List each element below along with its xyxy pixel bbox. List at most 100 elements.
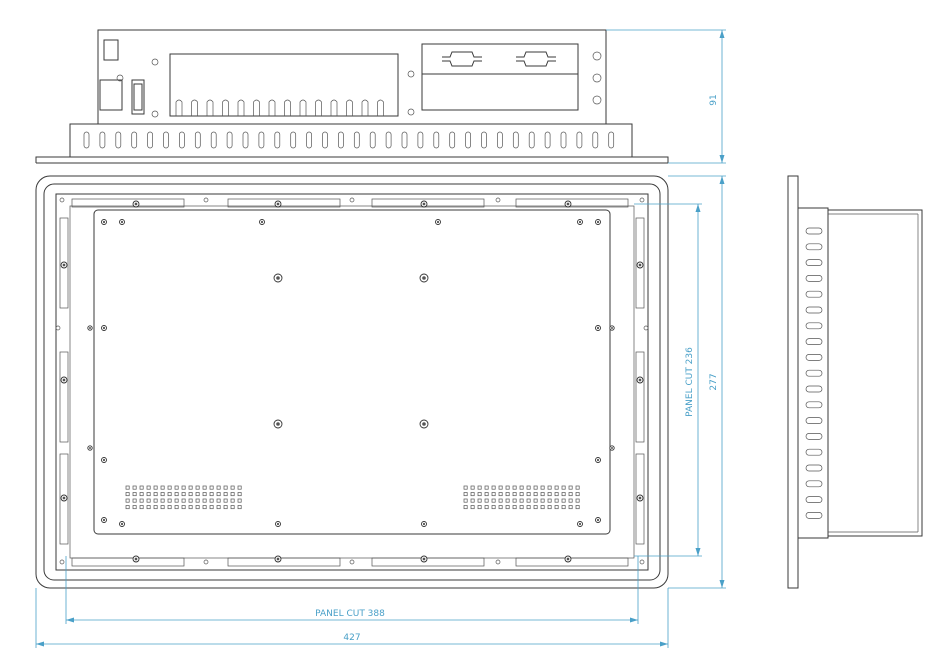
vent-hole [146,498,151,503]
vent-hole [540,498,545,503]
vent-hole [533,492,538,497]
vent-hole [512,498,517,503]
vent-hole [202,492,207,497]
vent-hole [498,498,503,503]
vent-slots-top [83,131,615,149]
vent-hole [125,498,130,503]
vent-hole [153,498,158,503]
vent-hole [498,485,503,490]
vent-hole [223,492,228,497]
vent-hole [195,485,200,490]
vent-hole [139,498,144,503]
mounting-clip [515,198,629,208]
outer-bezel [35,175,669,589]
vent-slot [306,131,312,149]
screw-center [276,557,280,561]
vent-hole [160,498,165,503]
screw-center [596,458,600,462]
vent-hole [470,492,475,497]
vent-hole [463,485,468,490]
vent-hole [216,498,221,503]
vent-hole [519,485,524,490]
vent-hole [139,505,144,510]
mount-hole [639,197,645,203]
vent-hole [484,492,489,497]
vent-hole [533,505,538,510]
vent-hole [160,492,165,497]
vent-hole [125,485,130,490]
mounting-clip [227,198,341,208]
vent-hole [491,505,496,510]
vent-hole [484,485,489,490]
screws [55,197,649,565]
vent-hole [561,505,566,510]
vent-hole [125,505,130,510]
vent-slot [805,448,823,456]
vent-hole [216,505,221,510]
vent-hole [505,492,510,497]
mounting-clip [635,453,645,545]
vent-slot [417,131,424,149]
side-bezel [787,175,799,589]
expansion-finger [268,99,276,116]
vent-hole [174,492,179,497]
vent-slot [592,131,599,149]
vent-slot [433,131,440,149]
vent-hole [540,485,545,490]
expansion-finger [237,99,245,116]
expansion-finger [253,99,260,116]
expansion-finger [315,99,322,116]
vent-hole [512,505,517,510]
vent-slot [805,243,823,251]
mounting-clip [59,351,69,443]
mounting-clip [59,453,69,545]
vent-hole [223,498,228,503]
screw-center [120,522,124,526]
vent-slot [805,290,823,298]
vent-hole [554,498,559,503]
vent-hole [519,498,524,503]
vent-hole [216,485,221,490]
vent-hole [202,485,207,490]
mounting-clips [59,198,645,567]
vent-slot [385,131,392,149]
vent-slot [805,433,823,440]
vent-hole [188,485,193,490]
mount-hole [55,325,61,331]
vent-hole [153,492,158,497]
vent-hole [139,492,144,497]
vent-slot [805,464,823,472]
vent-hole [526,498,531,503]
screw-center [422,557,426,561]
screw-center [260,220,264,224]
vent-hole [237,485,242,490]
expansion-finger [284,99,291,116]
mount-hole [59,559,65,565]
vent-hole [181,492,186,497]
vent-slot [512,131,519,149]
dim-panel-cut-width: PANEL CUT 388 [315,609,385,619]
vent-slots-side [805,227,823,519]
vent-hole [526,492,531,497]
mounting-clip [59,217,69,309]
mount-hole [495,559,501,565]
vent-hole [146,492,151,497]
vent-slot [369,131,376,149]
vent-slot [131,131,138,149]
vent-hole [505,505,510,510]
vent-hole [230,485,235,490]
vent-hole [167,505,172,510]
vent-hole [470,485,475,490]
screw-center [62,263,66,267]
vent-hole [491,492,496,497]
screw-center [102,458,106,462]
expansion-fingers [175,99,384,116]
vent-hole [561,492,566,497]
vent-slot [226,131,233,149]
vent-slot [497,131,503,149]
vent-slot [179,131,185,149]
vent-hole [209,492,214,497]
screw-center [102,220,106,224]
vent-hole [477,498,482,503]
vent-hole [561,485,566,490]
